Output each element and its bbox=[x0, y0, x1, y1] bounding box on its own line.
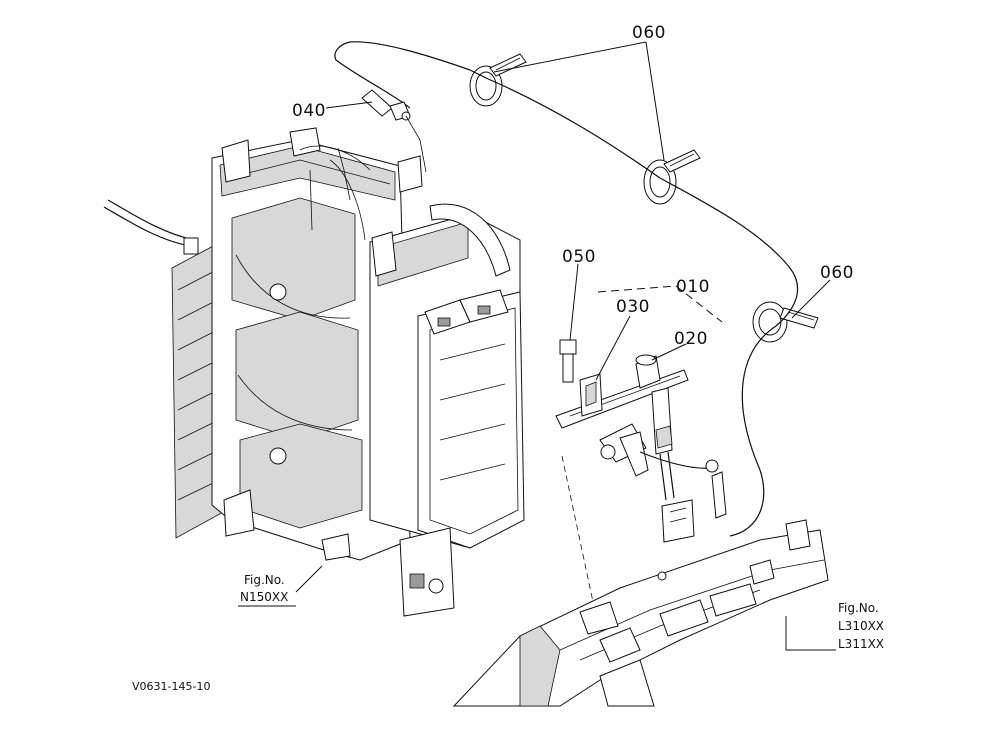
figure-ref-right-line2: L310XX bbox=[838, 619, 884, 633]
radiator-assembly bbox=[103, 127, 525, 617]
figure-ref-right: Fig.No. L310XX L311XX bbox=[838, 601, 884, 651]
switch-assembly-010 bbox=[555, 285, 727, 543]
leader-lines bbox=[295, 41, 836, 651]
callout-040: 040 bbox=[292, 101, 326, 121]
figure-ref-left-line1: Fig.No. bbox=[244, 573, 285, 587]
reference-line-switch bbox=[561, 455, 597, 617]
figure-ref-right-line3: L311XX bbox=[838, 637, 884, 651]
sensor-wire-040 bbox=[334, 41, 471, 173]
callout-030: 030 bbox=[616, 297, 650, 317]
callout-050: 050 bbox=[562, 247, 596, 267]
cable-tie-top-1 bbox=[469, 53, 527, 107]
callout-060-right: 060 bbox=[820, 263, 854, 283]
harness-wire bbox=[469, 69, 799, 537]
cable-tie-right bbox=[752, 301, 819, 343]
figure-ref-left: Fig.No. N150XX bbox=[238, 573, 296, 607]
callout-010: 010 bbox=[676, 277, 710, 297]
drawing-code: V0631-145-10 bbox=[132, 680, 210, 693]
figure-ref-left-line2: N150XX bbox=[240, 590, 288, 604]
callout-060-top: 060 bbox=[632, 23, 666, 43]
figure-ref-right-line1: Fig.No. bbox=[838, 601, 879, 615]
bottom-frame bbox=[452, 519, 829, 707]
callout-020: 020 bbox=[674, 329, 708, 349]
